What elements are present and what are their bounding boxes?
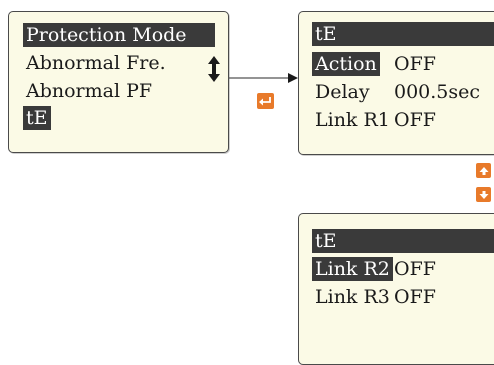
scroll-updown-icon <box>207 54 221 88</box>
flow-arrow <box>228 73 298 83</box>
te1-link-r1-value[interactable]: OFF <box>394 109 436 131</box>
menu-item-abnormal-pf[interactable]: Abnormal PF <box>26 80 153 102</box>
down-arrow-icon <box>479 190 488 199</box>
te1-delay-value[interactable]: 000.5sec <box>394 81 481 103</box>
menu-item-te[interactable]: tE <box>23 106 51 130</box>
menu-item-protection-mode[interactable]: Protection Mode <box>23 23 215 47</box>
up-arrow-icon <box>479 166 488 175</box>
enter-icon <box>259 97 271 106</box>
down-key[interactable] <box>476 187 491 202</box>
te1-link-r1-label[interactable]: Link R1 <box>315 109 390 131</box>
te2-title: tE <box>312 229 494 253</box>
te2-link-r3-value[interactable]: OFF <box>394 286 436 308</box>
te1-action-value[interactable]: OFF <box>394 53 436 75</box>
te2-link-r3-label[interactable]: Link R3 <box>315 286 390 308</box>
te2-link-r2-label[interactable]: Link R2 <box>312 257 393 281</box>
menu-screen: Protection Mode Abnormal Fre. Abnormal P… <box>8 11 229 153</box>
te1-action-label[interactable]: Action <box>312 52 380 76</box>
te1-delay-label[interactable]: Delay <box>315 81 370 103</box>
te-screen-1: tE Action OFF Delay 000.5sec Link R1 OFF <box>298 11 494 155</box>
te-screen-2: tE Link R2 OFF Link R3 OFF <box>298 213 494 365</box>
enter-key[interactable] <box>257 93 274 109</box>
te1-title: tE <box>312 22 494 46</box>
te2-link-r2-value[interactable]: OFF <box>394 258 436 280</box>
up-key[interactable] <box>476 163 491 178</box>
menu-item-abnormal-fre[interactable]: Abnormal Fre. <box>26 52 166 74</box>
